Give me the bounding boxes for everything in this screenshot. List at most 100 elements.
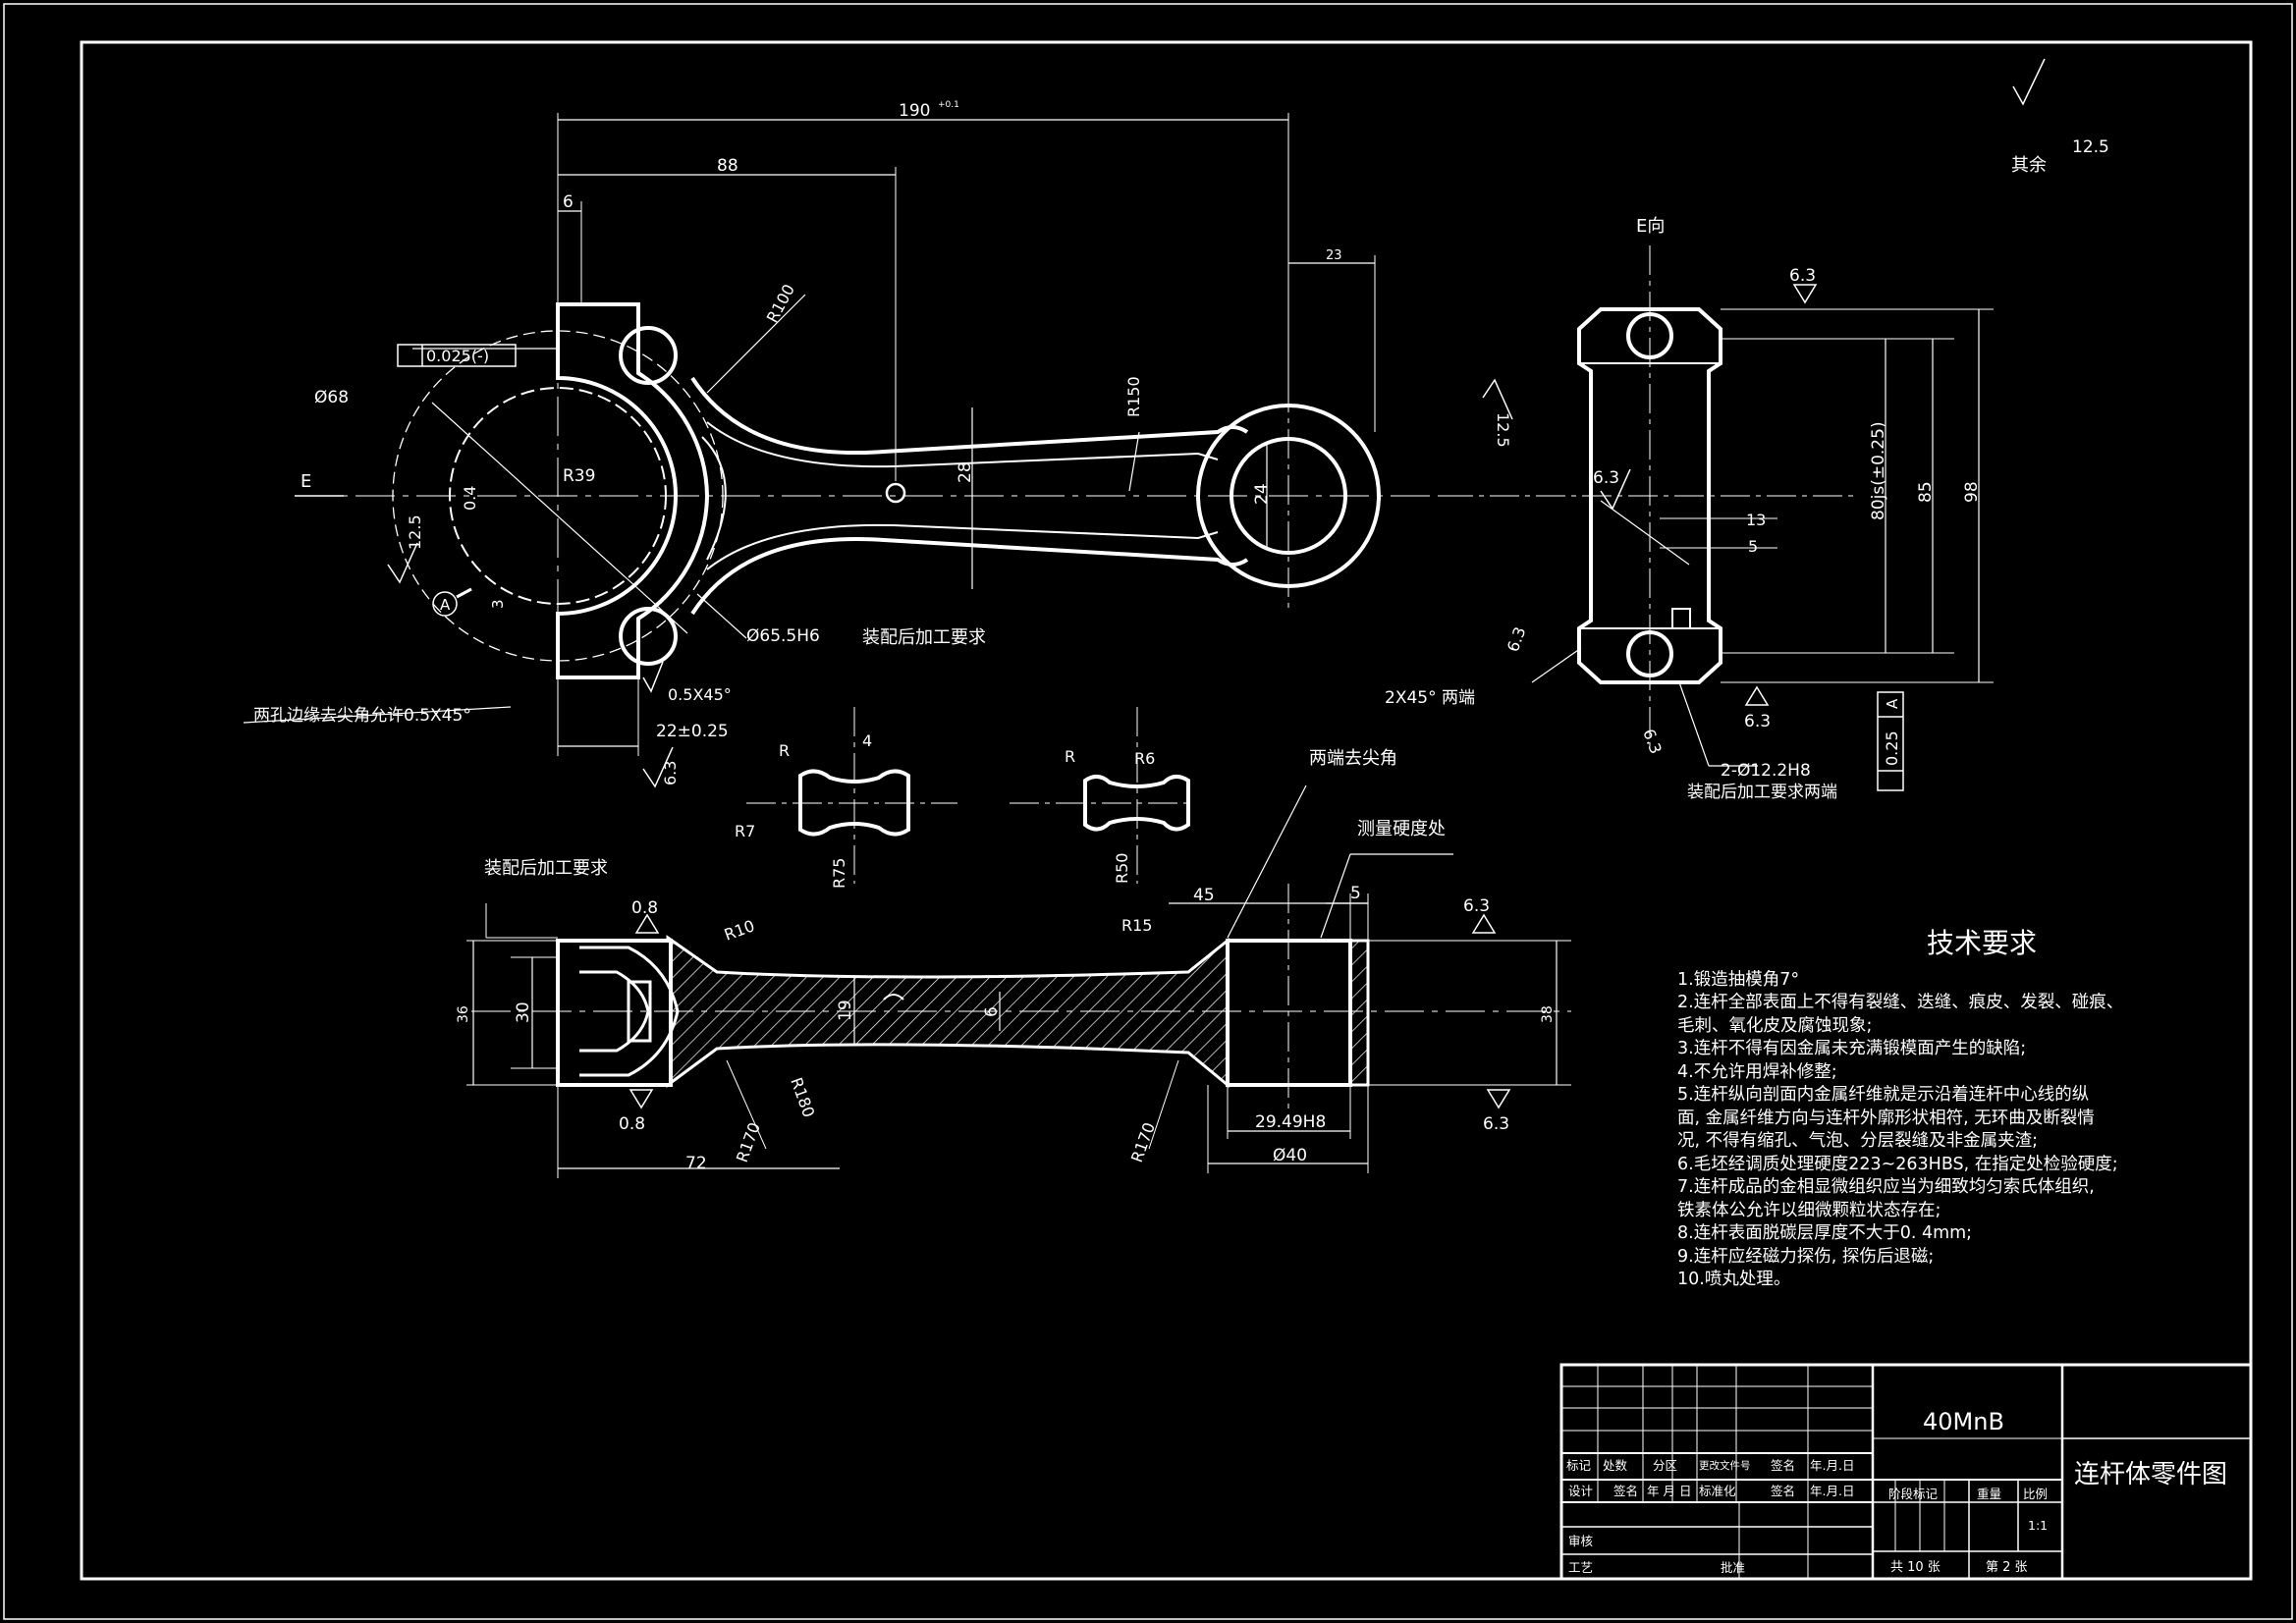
tech-req-2: 2.连杆全部表面上不得有裂缝、迭缝、痕皮、发裂、碰痕、 [1677, 993, 2124, 1012]
other-label: 其余 [2011, 155, 2047, 176]
tb-zone: 分区 [1653, 1458, 1677, 1473]
side-r180: R180 [787, 1075, 818, 1120]
side-6-3-bottom: 6.3 [1483, 1114, 1509, 1134]
side-19: 19 [836, 1000, 855, 1021]
flatness-value: 0.025(-) [426, 347, 489, 365]
dim-80js: 80js(±0.25) [1869, 421, 1888, 520]
dim-r100: R100 [763, 281, 798, 326]
datum-a-label: A [440, 596, 451, 614]
sym-tol: 0.25 [1883, 730, 1901, 766]
side-5: 5 [1350, 884, 1361, 903]
side-r15: R15 [1121, 916, 1152, 935]
outer-border [3, 3, 2293, 1620]
tb-date-a: 年 月 日 [1647, 1484, 1691, 1498]
dim-23: 23 [1326, 248, 1342, 263]
tech-req-8: 况, 不得有缩孔、气泡、分层裂缝及非金属夹渣; [1677, 1131, 2039, 1151]
sec-r50: R50 [1113, 853, 1131, 884]
front-view [243, 113, 1513, 788]
tb-doc: 更改文件号 [1699, 1459, 1751, 1472]
tb-review: 审核 [1568, 1534, 1594, 1548]
dim-24: 24 [1252, 483, 1272, 505]
dim-5: 5 [1748, 537, 1758, 556]
holes-spec: 2-Ø12.2H8 [1721, 761, 1811, 781]
tb-design: 设计 [1568, 1484, 1593, 1498]
chamfer-ends: 2X45° 两端 [1385, 688, 1475, 708]
dim-22: 22±0.25 [656, 722, 729, 741]
roughness-6-3-e: 6.3 [1503, 624, 1530, 654]
side-38: 38 [1540, 1005, 1556, 1023]
e-view-label: E向 [1636, 216, 1665, 237]
hardness-note: 测量硬度处 [1357, 819, 1446, 839]
tb-date-b: 年.月.日 [1810, 1484, 1854, 1498]
tb-weight: 重量 [1977, 1487, 2001, 1501]
other-roughness: 12.5 [2072, 137, 2109, 157]
inner-border [80, 40, 2253, 1581]
side-r170-a: R170 [733, 1120, 764, 1165]
side-6: 6 [982, 1006, 1002, 1017]
roughness-6-3-d: 6.3 [1593, 468, 1619, 488]
side-6-3-top: 6.3 [1463, 896, 1490, 916]
side-08-bottom: 0.8 [619, 1114, 645, 1134]
tb-sign-a: 签名 [1613, 1484, 1638, 1498]
e-view [1444, 58, 2046, 791]
tb-count: 处数 [1603, 1458, 1628, 1473]
sec-r6: R6 [1134, 749, 1155, 768]
tech-req-12: 8.连杆表面脱碳层厚度不大于0. 4mm; [1677, 1223, 1973, 1243]
tb-total-sheets: 共 10 张 [1890, 1560, 1941, 1575]
dim-3: 3 [489, 599, 507, 609]
tech-req-14: 10.喷丸处理。 [1677, 1270, 1791, 1289]
roughness-6-3-f: 6.3 [1639, 727, 1666, 756]
tb-sign-b: 签名 [1771, 1484, 1795, 1498]
title-block [1559, 1363, 2253, 1581]
dim-13: 13 [1746, 511, 1766, 529]
tb-sign: 签名 [1771, 1458, 1795, 1473]
sec-r75: R75 [830, 858, 848, 889]
tech-req-7: 面, 金属纤维方向与连杆外廓形状相符, 无环曲及断裂情 [1677, 1108, 2095, 1128]
roughness-12-5-b: 12.5 [1494, 412, 1512, 448]
side-r10: R10 [722, 916, 757, 945]
tb-stage: 阶段标记 [1888, 1487, 1939, 1501]
side-08-top: 0.8 [631, 898, 658, 918]
sec-r7: R7 [735, 822, 755, 840]
dim-dia65: Ø65.5H6 [746, 626, 820, 646]
tb-standardize: 标准化 [1699, 1484, 1736, 1498]
tb-material: 40MnB [1923, 1408, 2004, 1435]
dim-r39: R39 [563, 466, 595, 486]
tech-req-9: 6.毛坯经调质处理硬度223~263HBS, 在指定处检验硬度; [1677, 1154, 2118, 1174]
dim-r150: R150 [1124, 376, 1143, 417]
chamfer-note: 两孔边缘去尖角允许0.5X45° [253, 706, 471, 726]
dim-0-4: 0.4 [461, 486, 479, 511]
tech-req-10: 7.连杆成品的金相显微组织应当为细致均匀索氏体组织, [1677, 1177, 2095, 1197]
sec-r-b: R [1065, 747, 1075, 766]
section-mark-e: E [301, 471, 311, 492]
side-29-49: 29.49H8 [1255, 1112, 1326, 1132]
roughness-12-5-a: 12.5 [406, 514, 424, 550]
roughness-6-3-b: 6.3 [1789, 266, 1816, 286]
side-r170-b: R170 [1127, 1120, 1159, 1165]
drawing-title: 连杆体零件图 [2074, 1460, 2227, 1489]
tech-req-3: 毛刺、氧化皮及腐蚀现象; [1677, 1015, 1873, 1036]
side-36: 36 [456, 1005, 471, 1023]
side-section [466, 784, 1571, 1178]
tb-date: 年.月.日 [1810, 1458, 1854, 1473]
tech-req-6: 5.连杆纵向剖面内金属纤维就是示沿着连杆中心线的纵 [1677, 1085, 2090, 1105]
assembly-note-2: 装配后加工要求 [484, 858, 608, 879]
side-dia40: Ø40 [1273, 1146, 1307, 1165]
two-end-chamfer: 两端去尖角 [1309, 748, 1397, 769]
tb-mark: 标记 [1566, 1458, 1592, 1473]
dim-85: 85 [1916, 481, 1936, 503]
tb-scale-label: 比例 [2023, 1487, 2048, 1501]
dim-98: 98 [1962, 481, 1982, 503]
technical-requirements: 技术要求 1.锻造抽模角7° 2.连杆全部表面上不得有裂缝、迭缝、痕皮、发裂、碰… [1677, 930, 2227, 1292]
sec-r-a: R [779, 741, 790, 760]
assembly-note-1: 装配后加工要求 [862, 627, 986, 648]
dim-28: 28 [956, 461, 975, 483]
dim-190: 190 [899, 101, 930, 121]
dim-6: 6 [563, 192, 574, 212]
chamfer-small: 0.5X45° [668, 685, 732, 704]
dim-190-tol: +0.1 [938, 100, 959, 110]
tb-sheet-no: 第 2 张 [1986, 1560, 2028, 1575]
holes-note: 装配后加工要求两端 [1687, 783, 1837, 802]
tb-scale: 1:1 [2028, 1518, 2048, 1533]
